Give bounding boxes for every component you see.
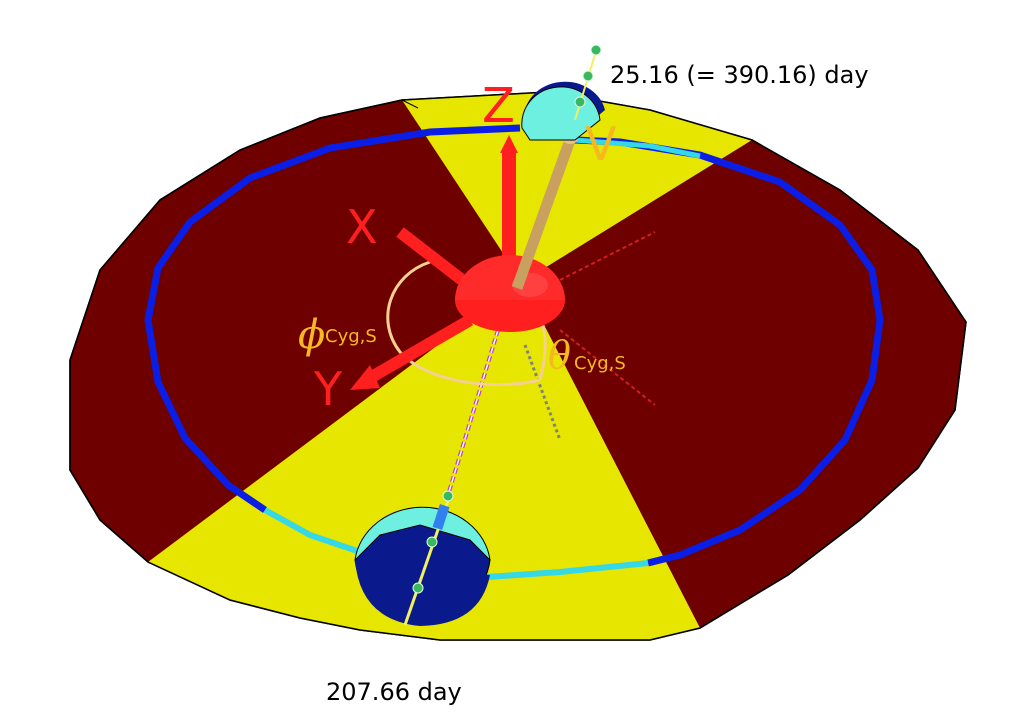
star-bottom-navy-lower	[355, 560, 490, 626]
disk	[69, 91, 967, 641]
star-top-axis	[574, 47, 598, 121]
theta-symbol: θ	[548, 333, 571, 377]
y-axis-arrowhead	[350, 365, 380, 390]
sector-bottom-yellow	[148, 282, 700, 640]
axes	[350, 135, 565, 390]
theta-subscript: Cyg,S	[574, 353, 626, 374]
orbit-blue-path-left	[144, 124, 521, 513]
z-axis-arrowhead	[500, 135, 518, 153]
top-date-label: 25.16 (= 390.16) day	[610, 61, 869, 89]
star-top-marker-2	[582, 70, 594, 82]
phi-arc	[386, 260, 541, 387]
axis-label-z: Z	[482, 78, 515, 134]
star-bottom-blue-segment	[432, 504, 450, 530]
phi-subscript: Cyg,S	[325, 326, 377, 347]
phi-symbol: ϕ	[298, 312, 325, 358]
star-bottom-marker-3	[412, 582, 424, 594]
axis-label-v: V	[585, 117, 617, 171]
axis-label-x: X	[346, 200, 378, 254]
sector-top-yellow	[402, 92, 752, 282]
theta-dashed-line	[523, 344, 562, 441]
bottom-date-label: 207.66 day	[326, 678, 462, 706]
orbit-cyan-path-top	[574, 137, 701, 159]
star-top-marker-1	[590, 44, 602, 56]
z-axis-shaft	[502, 150, 516, 270]
red-dashed-line-2	[559, 329, 656, 406]
star-top-marker-3	[574, 96, 586, 108]
red-dashed-line-1	[559, 231, 656, 281]
star-bottom-marker-1	[442, 490, 454, 502]
star-bottom	[354, 490, 491, 626]
line-of-sight	[446, 231, 656, 496]
v-vector-shaft	[511, 138, 576, 290]
los-dashed-white	[447, 329, 499, 496]
star-bottom-marker-2	[426, 536, 438, 548]
disk-outline	[69, 91, 967, 641]
y-axis-shaft	[366, 314, 474, 384]
axis-label-y: Y	[313, 362, 343, 416]
orbit-cyan-path-bottom-right	[487, 560, 649, 580]
sector-edge	[401, 99, 419, 109]
star-top	[521, 44, 605, 141]
